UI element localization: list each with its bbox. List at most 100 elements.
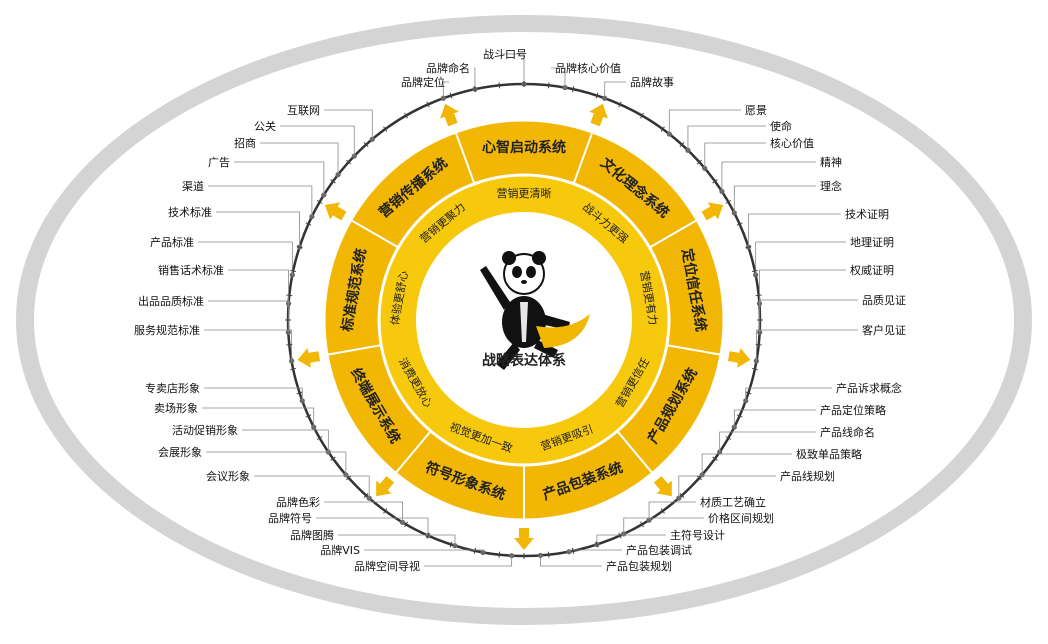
leader-lines (198, 53, 858, 567)
circle-tick (618, 532, 622, 539)
leader-line (206, 451, 347, 475)
concept-label: 权威证明 (850, 264, 894, 277)
circle-tick (383, 508, 388, 514)
effect-ring-border (377, 173, 671, 467)
concept-label: 极致单品策略 (796, 447, 862, 461)
leader-line (568, 549, 622, 552)
circle-tick (712, 456, 718, 461)
inward-arrow-icon (297, 348, 321, 368)
leader-line (474, 67, 476, 90)
leader-line (202, 407, 315, 428)
circle-tick (751, 367, 758, 371)
leader-line (324, 501, 403, 523)
concept-label: 品牌空间导视 (354, 559, 420, 573)
circle-tick (679, 142, 685, 148)
concept-label: 精神 (820, 155, 842, 169)
concept-label: 产品线命名 (820, 425, 875, 439)
circle-tick (640, 112, 644, 119)
circle-tick (305, 222, 312, 226)
concept-label: 渠道 (182, 179, 204, 193)
leader-line (208, 300, 289, 333)
leader-line (204, 387, 303, 401)
concept-label: 产品线规划 (780, 469, 835, 483)
concept-label: 专卖店形象 (145, 381, 200, 395)
anchor-dot (452, 543, 458, 549)
circle-tick (426, 532, 430, 539)
circle-tick (660, 126, 665, 132)
circle-tick (755, 343, 762, 346)
effect-label: 营销更清晰 (497, 186, 552, 200)
leader-line (260, 142, 339, 175)
leader-line (759, 299, 858, 333)
circle-tick (725, 436, 732, 440)
circle-tick (363, 492, 369, 498)
concept-label: 品牌核心价值 (555, 61, 621, 75)
leader-line (755, 241, 846, 275)
circle-tick (712, 179, 718, 184)
circle-tick (404, 112, 408, 119)
concept-label: 公关 (254, 119, 276, 133)
leader-line (756, 329, 858, 361)
leader-line (748, 213, 841, 248)
concept-label: 互联网 (287, 104, 320, 117)
concept-label: 使命 (770, 119, 792, 133)
inward-arrow-icon (701, 202, 724, 221)
leader-line (204, 329, 292, 361)
leader-line (733, 409, 816, 428)
concept-label: 服务规范标准 (134, 323, 200, 337)
circle-tick (679, 492, 685, 498)
concept-label: 主符号设计 (670, 529, 725, 542)
circle-tick (571, 547, 575, 554)
concept-label: 品牌定位 (401, 75, 445, 89)
concept-label: 技术标准 (168, 205, 212, 219)
circle-tick (330, 179, 336, 184)
circle-tick (736, 222, 743, 226)
concept-label: 品牌色彩 (276, 495, 320, 509)
circle-tick (547, 82, 550, 89)
circle-tick (498, 551, 501, 558)
circle-tick (296, 245, 303, 249)
circle-tick (696, 475, 702, 481)
leader-line (280, 125, 355, 157)
anchor-dot (646, 517, 652, 523)
leader-line (719, 431, 816, 452)
circle-tick (755, 294, 762, 297)
leader-line (338, 534, 456, 546)
leader-line (501, 53, 525, 84)
leader-line (704, 142, 766, 169)
concept-label: 产品包装规划 (606, 559, 672, 573)
circle-tick (316, 436, 323, 440)
leader-line (551, 67, 566, 88)
circle-tick (696, 159, 702, 165)
label-layer: 品牌定位品牌命名战斗口号品牌核心价值品牌故事互联网公关招商广告渠道技术标准产品标… (134, 48, 906, 573)
concept-label: 会展形象 (158, 446, 202, 459)
leader-line (759, 269, 846, 304)
circle-tick (547, 551, 550, 558)
concept-label: 产品定位策略 (820, 403, 886, 417)
arrow-layer (297, 103, 751, 550)
circle-tick (305, 414, 312, 418)
leader-line (745, 387, 832, 401)
circle-tick (330, 456, 336, 461)
circle-tick (498, 82, 501, 89)
circle-tick (286, 343, 293, 346)
leader-line (234, 161, 325, 195)
inward-arrow-icon (727, 348, 751, 368)
concept-label: 销售话术标准 (158, 263, 224, 277)
leader-line (364, 549, 484, 553)
concept-label: 核心价值 (770, 136, 814, 150)
circle-tick (363, 142, 369, 148)
concept-label: 卖场形象 (154, 401, 198, 415)
circle-tick (383, 126, 388, 132)
leader-line (668, 109, 741, 135)
circle-tick (346, 475, 352, 481)
leader-line (648, 501, 696, 521)
leader-line (540, 555, 602, 567)
inward-arrow-icon (376, 476, 395, 497)
concept-label: 技术证明 (845, 208, 889, 221)
leader-line (324, 109, 373, 140)
circle-tick (473, 86, 477, 93)
concept-label: 产品包装调试 (626, 543, 692, 557)
